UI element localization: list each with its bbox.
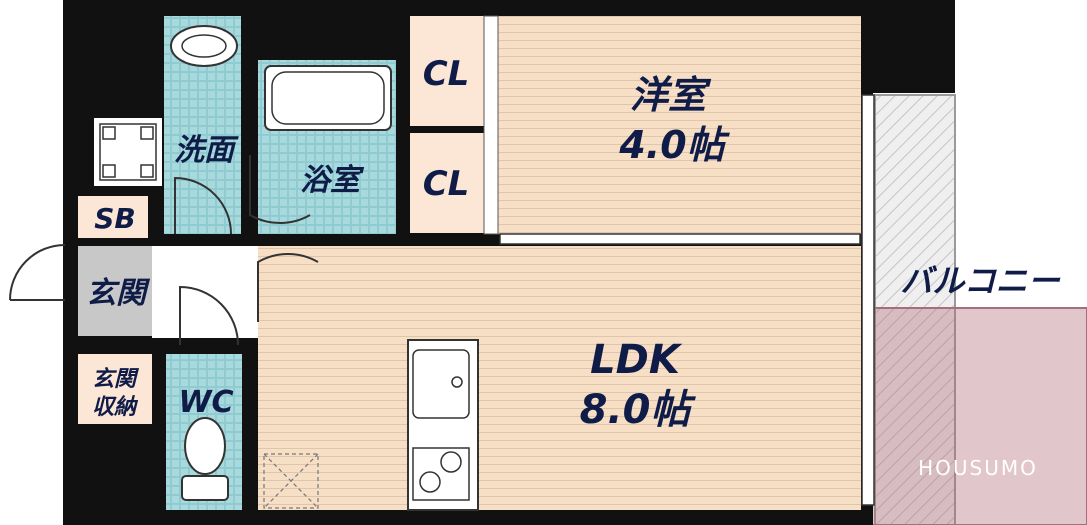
washroom-label: 洗面 (174, 133, 239, 168)
bathtub-inner (271, 71, 385, 125)
ldk-floor (258, 246, 861, 510)
bathtub (264, 65, 392, 131)
western-room-floor (497, 16, 861, 234)
closet-upper (410, 16, 484, 126)
closet-rail (483, 15, 499, 235)
watermark-box (869, 307, 1087, 525)
sink-basin (181, 34, 227, 58)
windows (499, 94, 875, 506)
storage-hatch (263, 453, 319, 509)
closet-upper-label: CL (423, 54, 470, 94)
western-room-name: 洋室 (630, 73, 712, 117)
sink (170, 25, 238, 67)
western-room-size: 4.0帖 (618, 123, 730, 167)
closet-lower-label: CL (423, 164, 470, 204)
toilet-label: WC (178, 385, 233, 420)
toilet-fixture (181, 417, 229, 501)
washer-pan (99, 123, 157, 181)
shoe-box-label: SB (94, 202, 136, 235)
watermark-text: HOUSUMO (918, 456, 1038, 480)
entrance-label: 玄関 (86, 276, 151, 311)
closet-lower (410, 133, 484, 233)
doors (9, 155, 319, 346)
bathroom-label: 浴室 (300, 163, 365, 198)
entrance-storage-label-1: 玄関 (92, 366, 140, 392)
entrance-storage (78, 354, 152, 424)
ldk-name: LDK (590, 337, 683, 383)
shoe-box (78, 196, 148, 238)
balcony (869, 94, 1087, 525)
entrance-floor (78, 246, 152, 336)
balcony-label: バルコニー (900, 262, 1060, 300)
kitchen-counter (407, 339, 479, 511)
entrance-storage-label-2: 収納 (92, 394, 139, 420)
ldk-size: 8.0帖 (580, 387, 697, 433)
